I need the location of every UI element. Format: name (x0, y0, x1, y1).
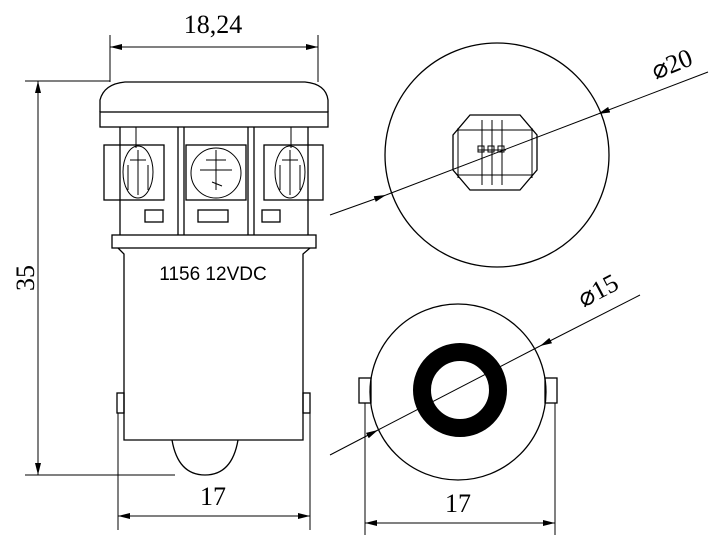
base-body (117, 247, 311, 441)
bottom-width-label: 17 (445, 489, 471, 518)
cap-band (99, 111, 329, 128)
bayonet-pin-left (358, 377, 372, 404)
resistor (144, 209, 164, 223)
bottom-view: ⌀15 17 (329, 268, 641, 535)
center-chip-octagon (452, 114, 538, 191)
led-chip-center (190, 147, 242, 199)
contact-tip (171, 439, 239, 476)
led-side-right (263, 144, 324, 201)
diameter-15-label: ⌀15 (573, 268, 623, 313)
led-chip-right (274, 145, 306, 199)
bayonet-pin-right (302, 392, 311, 414)
bottom-outline (369, 303, 547, 481)
bulb-marking: 1156 12VDC (159, 264, 266, 285)
height-label: 35 (11, 265, 40, 291)
bayonet-pin-right (544, 377, 558, 404)
led-chip-left (122, 145, 154, 199)
led-center (185, 144, 247, 201)
dome-cap (99, 81, 329, 112)
contact-ring (413, 343, 507, 437)
base-width-label: 17 (200, 482, 226, 511)
top-outline (384, 42, 610, 268)
top-view: ⌀20 (329, 42, 709, 268)
diameter-20-line (385, 113, 599, 196)
base-flange (111, 234, 317, 249)
width-label: 18,24 (184, 10, 243, 39)
side-view: 1156 12VDC 18,24 35 17 (11, 10, 329, 530)
resistor (197, 209, 229, 223)
led-side-left (103, 144, 165, 201)
resistor (261, 209, 281, 223)
diameter-15-line (377, 345, 541, 431)
bayonet-pin-left (116, 392, 125, 414)
